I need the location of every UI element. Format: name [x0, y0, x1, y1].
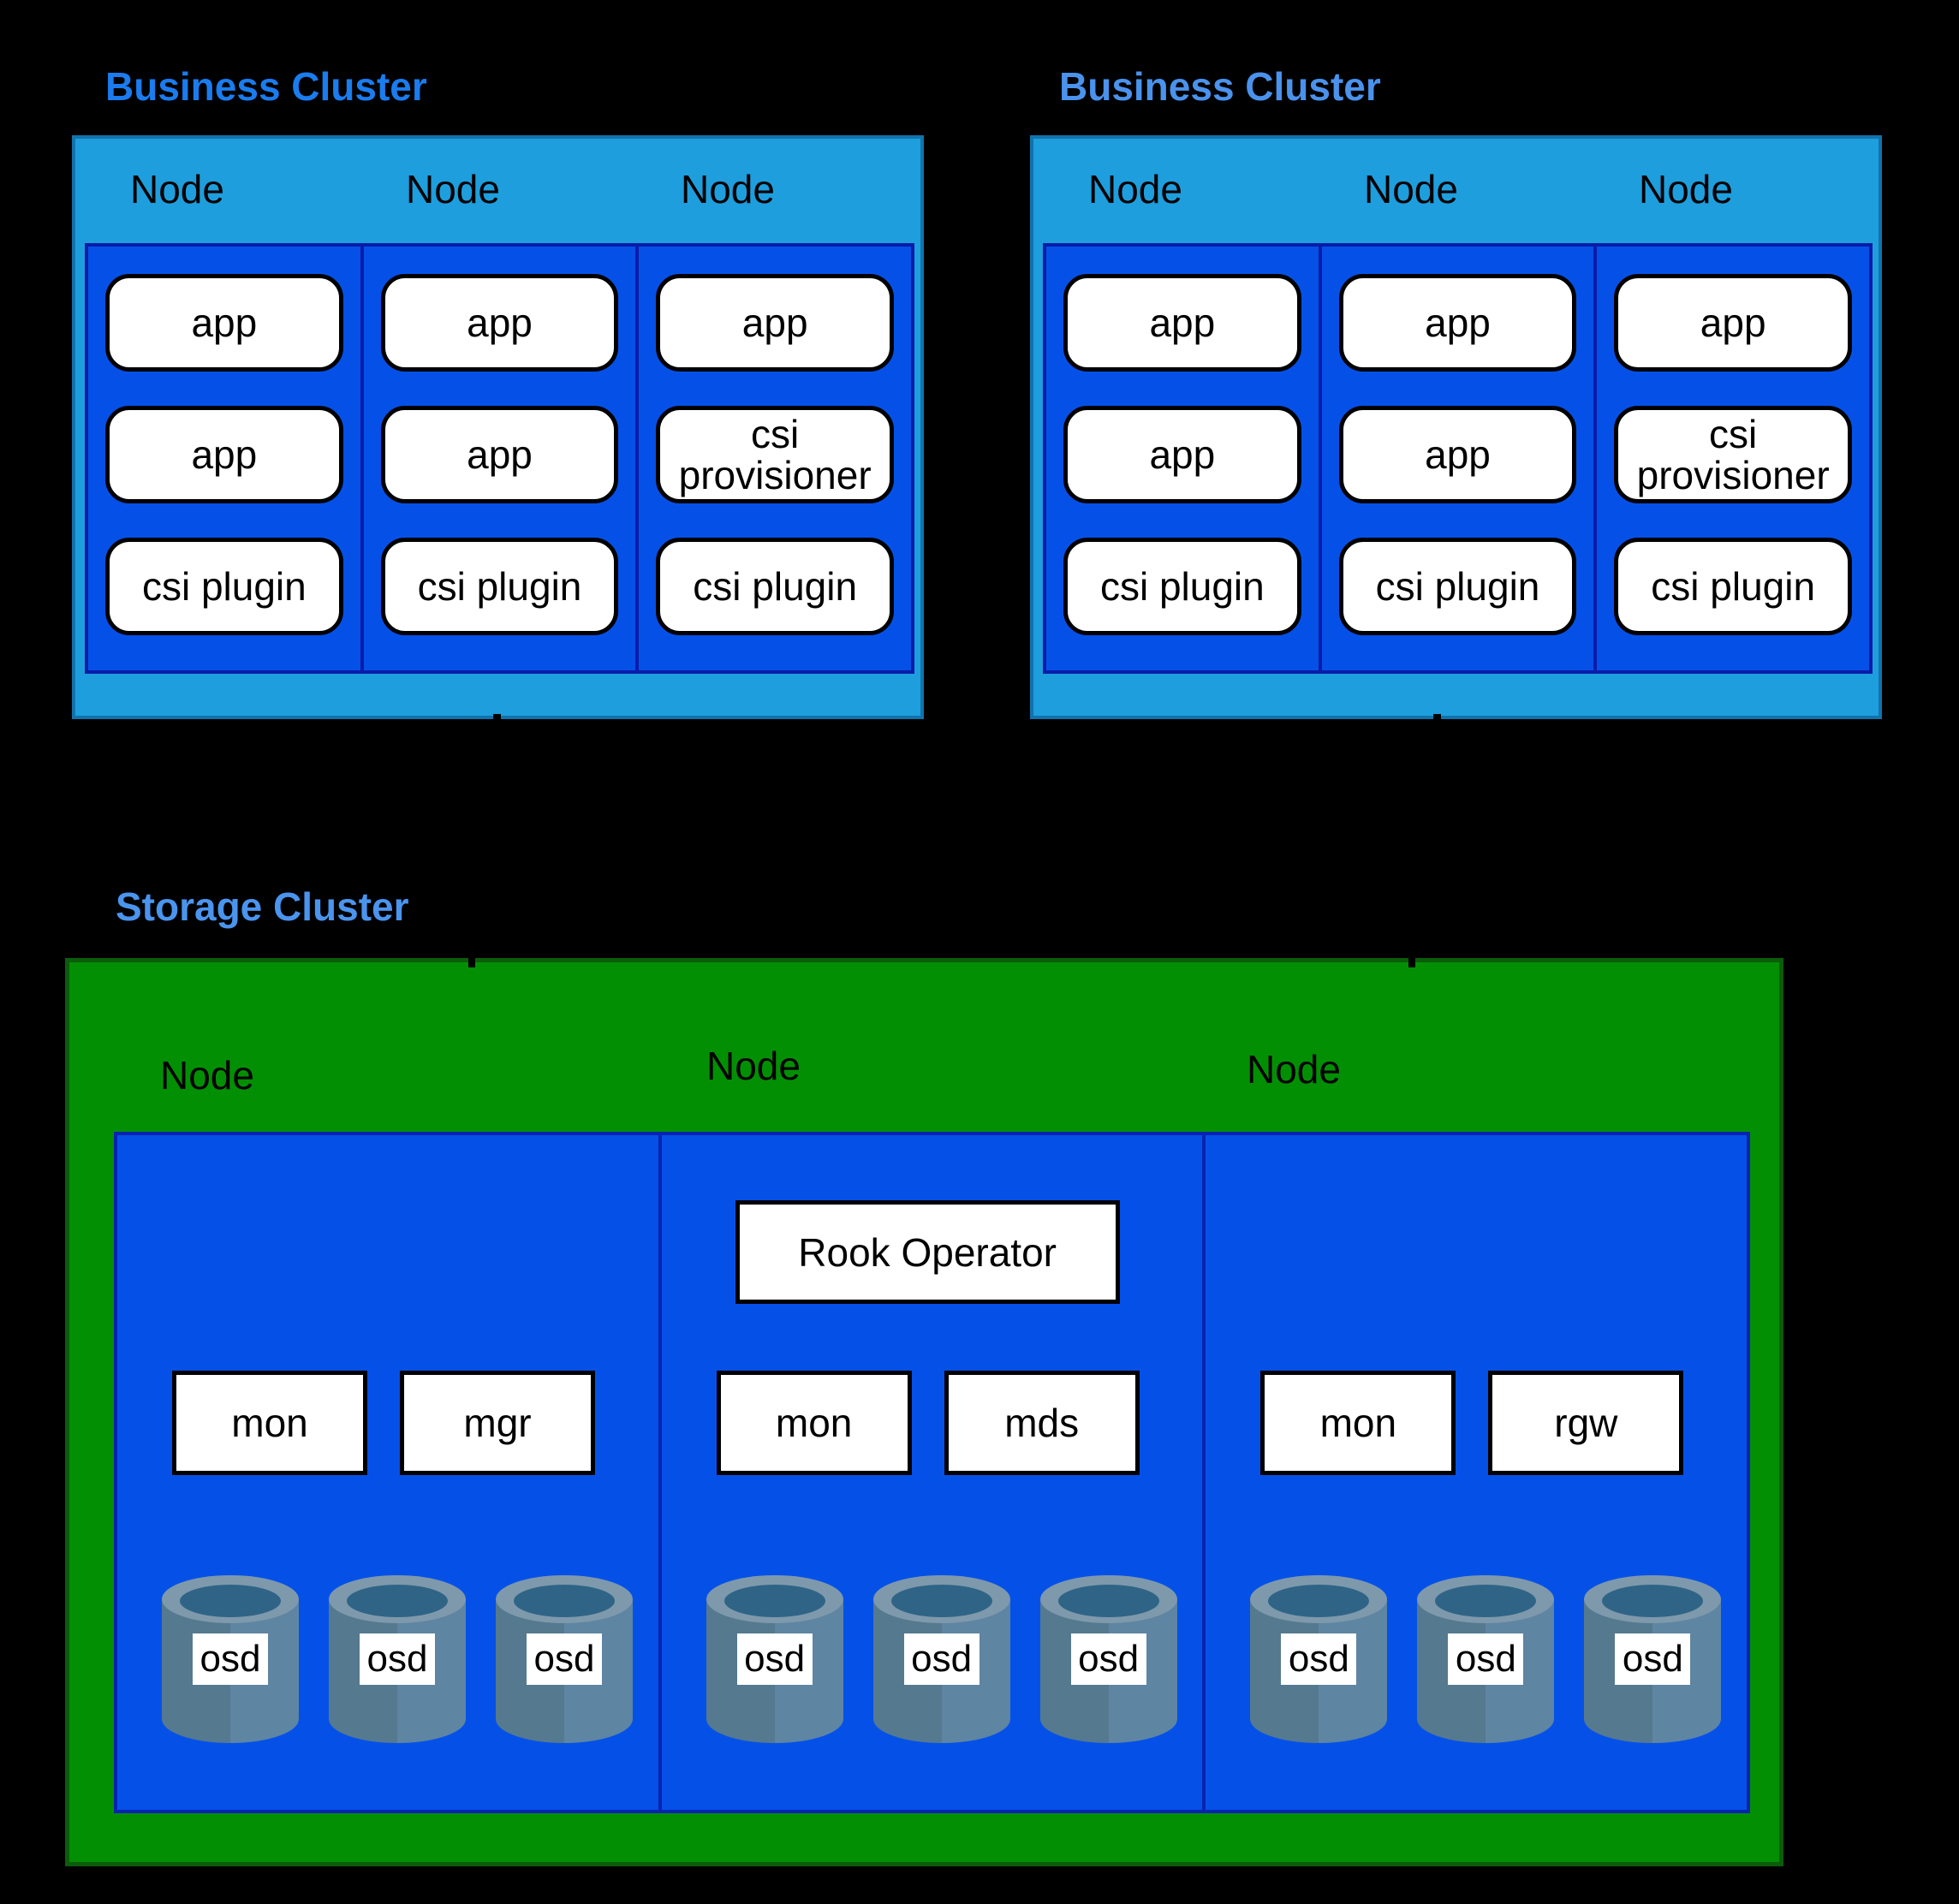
- pod-csi-plugin: csi plugin: [1063, 538, 1301, 635]
- service-box-mon: mon: [1260, 1371, 1456, 1475]
- osd-cylinder: osd: [1039, 1574, 1177, 1745]
- node-column: app app csi plugin: [1046, 247, 1319, 670]
- pod-app: app: [105, 406, 343, 503]
- connector-stub: [468, 955, 475, 967]
- pod-app: app: [1614, 274, 1852, 372]
- node-column: app csi provisioner csi plugin: [639, 247, 911, 670]
- osd-cylinder: osd: [1584, 1574, 1722, 1745]
- service-box-mgr: mgr: [400, 1371, 595, 1475]
- osd-label: osd: [1615, 1633, 1691, 1685]
- pod-csi-plugin: csi plugin: [1338, 538, 1577, 635]
- node-header-label: Node: [1088, 167, 1182, 211]
- business-cluster-1-title: Business Cluster: [105, 64, 427, 109]
- node-header-label: Node: [681, 167, 775, 211]
- node-header-label: Node: [1639, 167, 1733, 211]
- storage-cluster-box: Node Node Node mon mgr osd: [65, 958, 1783, 1866]
- node-header-label: Node: [1247, 1047, 1341, 1092]
- pod-csi-provisioner: csi provisioner: [1614, 406, 1852, 503]
- pod-app: app: [656, 274, 894, 372]
- pod-csi-plugin: csi plugin: [1614, 538, 1852, 635]
- business-cluster-2-box: Node Node Node app app csi plugin app ap…: [1030, 135, 1882, 719]
- pod-app: app: [1063, 274, 1301, 372]
- service-box-mon: mon: [716, 1371, 912, 1475]
- pod-app: app: [105, 274, 343, 372]
- storage-node-column: mon rgw osd osd: [1206, 1135, 1747, 1810]
- business-cluster-2-title: Business Cluster: [1059, 64, 1381, 109]
- osd-label: osd: [1070, 1633, 1146, 1685]
- storage-node-grid: mon mgr osd osd: [114, 1132, 1750, 1813]
- storage-node-column: mon mgr osd osd: [117, 1135, 658, 1810]
- node-column: app app csi plugin: [88, 247, 360, 670]
- osd-label: osd: [193, 1633, 268, 1685]
- pod-app: app: [1338, 274, 1577, 372]
- pod-app: app: [1063, 406, 1301, 503]
- storage-node-column: Rook Operator mon mds osd: [661, 1135, 1203, 1810]
- business-cluster-1-box: Node Node Node app app csi plugin app ap…: [72, 135, 924, 719]
- service-box-rgw: rgw: [1488, 1371, 1684, 1475]
- storage-cluster-title: Storage Cluster: [116, 884, 409, 929]
- connector-stub: [1433, 714, 1441, 726]
- pod-csi-provisioner: csi provisioner: [656, 406, 894, 503]
- node-column: app app csi plugin: [363, 247, 636, 670]
- pod-csi-plugin: csi plugin: [380, 538, 619, 635]
- service-box-mds: mds: [944, 1371, 1140, 1475]
- node-header-label: Node: [160, 1053, 254, 1098]
- node-column: app csi provisioner csi plugin: [1597, 247, 1869, 670]
- rook-operator-box: Rook Operator: [735, 1200, 1120, 1304]
- osd-cylinder: osd: [872, 1574, 1010, 1745]
- osd-label: osd: [360, 1633, 435, 1685]
- osd-label: osd: [736, 1633, 813, 1685]
- pod-app: app: [380, 274, 619, 372]
- connector-stub: [493, 714, 501, 726]
- osd-cylinder: osd: [496, 1574, 633, 1745]
- osd-label: osd: [1281, 1633, 1357, 1685]
- osd-cylinder: osd: [1417, 1574, 1555, 1745]
- node-header-label: Node: [706, 1044, 801, 1088]
- service-box-mon: mon: [172, 1371, 367, 1475]
- osd-label: osd: [1448, 1633, 1524, 1685]
- connector-stub: [1408, 955, 1415, 967]
- osd-label: osd: [527, 1633, 602, 1685]
- node-column: app app csi plugin: [1321, 247, 1594, 670]
- node-header-label: Node: [130, 167, 224, 211]
- osd-cylinder: osd: [329, 1574, 466, 1745]
- pod-app: app: [380, 406, 619, 503]
- pod-app: app: [1338, 406, 1577, 503]
- node-header-label: Node: [1364, 167, 1458, 211]
- pod-csi-plugin: csi plugin: [656, 538, 894, 635]
- node-header-label: Node: [406, 167, 500, 211]
- node-grid: app app csi plugin app app csi plugin ap…: [85, 243, 914, 674]
- osd-cylinder: osd: [706, 1574, 843, 1745]
- osd-cylinder: osd: [162, 1574, 299, 1745]
- osd-cylinder: osd: [1250, 1574, 1388, 1745]
- node-grid: app app csi plugin app app csi plugin ap…: [1043, 243, 1873, 674]
- osd-label: osd: [903, 1633, 980, 1685]
- pod-csi-plugin: csi plugin: [105, 538, 343, 635]
